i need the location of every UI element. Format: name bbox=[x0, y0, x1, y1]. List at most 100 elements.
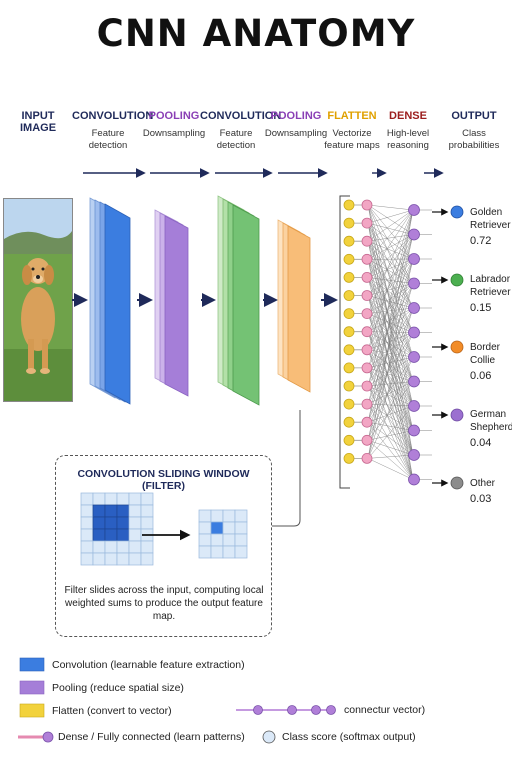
filter-output-cell bbox=[210, 545, 224, 559]
dense-node bbox=[408, 375, 420, 388]
flatten-node bbox=[343, 290, 355, 301]
filter-input-cell bbox=[140, 516, 154, 530]
dense-node bbox=[408, 277, 420, 290]
filter-output-cell bbox=[210, 533, 224, 547]
filter-input-cell bbox=[128, 552, 142, 566]
dense-node bbox=[408, 400, 420, 412]
filter-input-cell bbox=[104, 504, 118, 518]
filter-input-cell bbox=[128, 504, 142, 518]
stage-header-pooling-2: POOLING bbox=[270, 110, 322, 122]
stage-desc-pooling-1: Downsampling bbox=[142, 128, 206, 139]
legend-swatch-flatten bbox=[19, 703, 45, 718]
filter-input-cell bbox=[116, 528, 130, 542]
filter-input-cell bbox=[80, 492, 94, 506]
filter-output-cell bbox=[222, 533, 236, 547]
filter-output-cell bbox=[234, 545, 248, 559]
filter-output-cell bbox=[210, 521, 224, 535]
dense-input-node bbox=[361, 434, 373, 446]
stage-header-input: INPUT IMAGE bbox=[19, 110, 57, 134]
filter-input-cell bbox=[80, 528, 94, 542]
dense-node bbox=[408, 449, 420, 461]
filter-input-cell bbox=[104, 528, 118, 542]
filter-connector-line bbox=[272, 410, 301, 527]
filter-input-cell bbox=[80, 516, 94, 530]
dense-node bbox=[408, 302, 420, 314]
dense-input-node bbox=[361, 362, 373, 374]
flatten-node bbox=[343, 326, 355, 338]
dense-input-node bbox=[361, 452, 373, 464]
filter-output-cell bbox=[198, 521, 212, 535]
filter-input-cell bbox=[104, 492, 118, 506]
output-circle-labrador-retriever bbox=[450, 273, 464, 287]
stage-desc-dense: High-level reasoning bbox=[386, 128, 430, 151]
dense-node bbox=[408, 326, 420, 339]
dense-hidden-nodes bbox=[408, 204, 420, 486]
output-circle-border-collie bbox=[450, 340, 464, 354]
input-dog-image bbox=[3, 198, 73, 402]
filter-input-cell bbox=[128, 492, 142, 506]
filter-title: CONVOLUTION SLIDING WINDOW (FILTER) bbox=[77, 468, 250, 492]
stage-desc-convolution-1: Feature detection bbox=[88, 128, 128, 151]
flatten-bracket bbox=[339, 195, 350, 489]
flatten-node bbox=[343, 217, 355, 229]
page-title: CNN ANATOMY bbox=[96, 12, 416, 55]
filter-output-cell bbox=[198, 545, 212, 559]
filter-output-cell bbox=[222, 521, 236, 535]
filter-input-cell bbox=[116, 516, 130, 530]
flatten-node bbox=[343, 362, 355, 374]
dense-node bbox=[408, 473, 420, 486]
conv2-feature-maps bbox=[217, 195, 260, 406]
dense-node bbox=[408, 204, 420, 216]
filter-input-cell bbox=[92, 516, 106, 530]
legend-label-flatten: Flatten (convert to vector) bbox=[52, 705, 172, 717]
filter-input-cell bbox=[80, 540, 94, 554]
filter-input-cell bbox=[104, 552, 118, 566]
stage-header-convolution-2: CONVOLUTION bbox=[200, 110, 282, 122]
filter-input-cell bbox=[140, 492, 154, 506]
pool1-feature-maps bbox=[154, 209, 189, 397]
output-score: 0.06 bbox=[470, 370, 492, 382]
flatten-node bbox=[343, 308, 355, 320]
flatten-node bbox=[343, 344, 355, 356]
dense-input-node bbox=[361, 398, 373, 410]
filter-input-cell bbox=[80, 504, 94, 518]
output-score: 0.03 bbox=[470, 493, 492, 505]
stage-header-convolution-1: CONVOLUTION bbox=[72, 110, 154, 122]
flatten-node bbox=[343, 416, 355, 428]
legend-swatch-class-score bbox=[262, 730, 276, 744]
output-score: 0.72 bbox=[470, 235, 492, 247]
legend-label-class-score: Class score (softmax output) bbox=[282, 731, 416, 743]
output-score: 0.15 bbox=[470, 302, 492, 314]
stage-desc-output: Class probabilities bbox=[448, 128, 500, 151]
filter-output-cell bbox=[198, 509, 212, 523]
output-label-german-shepherd: German Shepherd 0.04 bbox=[470, 408, 512, 450]
filter-description: Filter slides across the input, computin… bbox=[64, 585, 264, 622]
output-class-name: Golden Retriever bbox=[470, 207, 511, 231]
stage-header-pooling-1: POOLING bbox=[148, 110, 200, 122]
filter-output-cell bbox=[234, 521, 248, 535]
output-class-name: Border Collie bbox=[470, 342, 501, 366]
filter-input-cell bbox=[140, 552, 154, 566]
output-class-name: Labrador Retriever bbox=[470, 274, 511, 298]
stage-desc-flatten: Vectorize feature maps bbox=[324, 128, 380, 151]
dense-input-node bbox=[361, 290, 373, 301]
dense-input-node bbox=[361, 326, 373, 338]
stage-header-flatten: FLATTEN bbox=[327, 110, 377, 122]
filter-input-cell bbox=[92, 492, 106, 506]
filter-input-cell bbox=[92, 504, 106, 518]
dense-input-node bbox=[361, 416, 373, 428]
legend-label-connector-vector: connectur vector) bbox=[344, 704, 426, 716]
legend-swatch-pooling bbox=[19, 680, 45, 695]
filter-input-cell bbox=[140, 504, 154, 518]
filter-input-grid bbox=[80, 492, 154, 566]
filter-input-cell bbox=[116, 492, 130, 506]
filter-input-cell bbox=[104, 540, 118, 554]
output-label-border-collie: Border Collie 0.06 bbox=[470, 341, 512, 383]
dense-input-node bbox=[361, 253, 373, 265]
dense-input-nodes bbox=[361, 199, 373, 464]
stage-desc-convolution-2: Feature detection bbox=[216, 128, 256, 151]
dense-node bbox=[408, 351, 420, 363]
flatten-node bbox=[343, 434, 355, 446]
filter-input-cell bbox=[116, 552, 130, 566]
dense-input-node bbox=[361, 308, 373, 320]
